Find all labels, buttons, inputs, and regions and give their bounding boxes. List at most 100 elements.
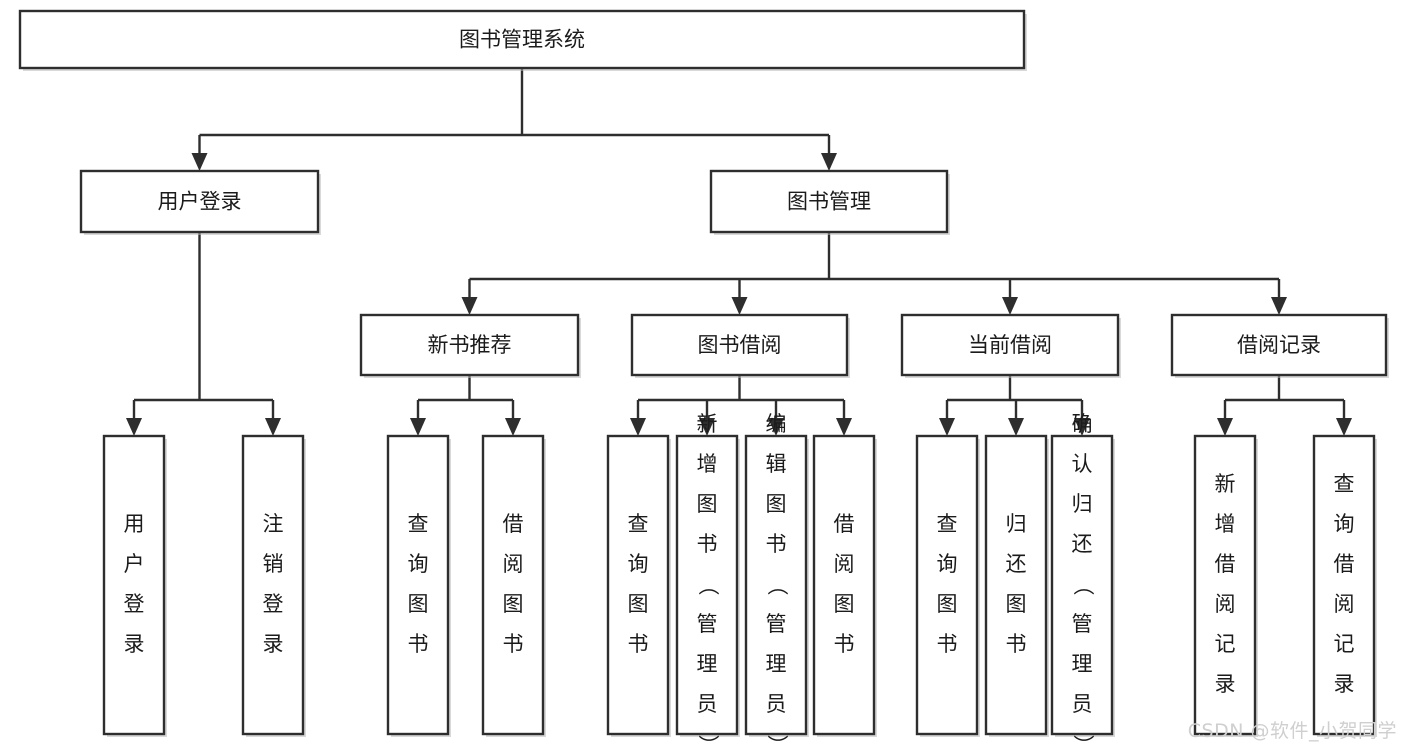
node-label: 用户登录 [158,190,242,214]
edge-group [630,375,852,436]
node-rect[interactable] [984,434,1048,736]
node-rect[interactable] [900,313,1120,377]
node-label: 图书管理系统 [459,28,585,52]
node-rect[interactable] [675,434,739,736]
node-label-char: 录 [1215,672,1236,696]
edge-group [191,68,837,171]
node-label-char: 书 [408,632,429,656]
node-label-char: 图 [628,592,649,616]
node-label-char: 图 [937,592,958,616]
node-rect[interactable] [630,313,849,377]
connector-layer [126,68,1352,436]
node-label-char: 阅 [503,552,524,576]
node-rect[interactable] [481,434,545,736]
node-rect[interactable] [386,434,450,736]
node-label-char: 查 [937,512,958,536]
node-l3-借阅记录[interactable]: 借阅记录 [1170,313,1389,378]
arrow-head-icon [699,418,715,436]
node-rect[interactable] [102,434,166,736]
arrow-head-icon [265,418,281,436]
node-rect[interactable] [1170,313,1388,377]
node-leaf-0[interactable]: 用户登录 [102,434,167,737]
node-label-char: 记 [1215,632,1236,656]
node-label-char: 管 [766,612,787,636]
node-label: 图书借阅 [698,333,782,357]
edge-group [410,375,521,436]
node-label-char: 阅 [834,552,855,576]
node-label-char: （ [696,575,720,596]
node-label-char: 询 [1334,512,1355,536]
node-label-char: 录 [124,632,145,656]
arrow-head-icon [1271,297,1287,315]
node-l2-图书管理[interactable]: 图书管理 [709,169,950,235]
node-rect[interactable] [359,313,580,377]
node-label-char: ） [696,735,720,747]
node-rect[interactable] [241,434,305,736]
node-rect[interactable] [606,434,670,736]
node-rect[interactable] [1193,434,1257,736]
node-rect[interactable] [709,169,949,234]
node-label-char: 书 [937,632,958,656]
node-l3-当前借阅[interactable]: 当前借阅 [900,313,1121,378]
node-label-char: ） [1071,735,1095,747]
node-label-char: 员 [1072,692,1093,716]
node-label-char: 录 [1334,672,1355,696]
arrow-head-icon [1336,418,1352,436]
node-label-char: 确 [1072,412,1093,436]
edge-group [1217,375,1352,436]
node-label-char: 管 [697,612,718,636]
node-rect[interactable] [1050,434,1114,736]
node-rect[interactable] [1312,434,1376,736]
csdn-watermark: CSDN @软件_小贺同学 [1187,720,1397,742]
node-label-char: 辑 [766,452,787,476]
node-label-char: 图 [503,592,524,616]
node-label-char: 录 [263,632,284,656]
arrow-head-icon [1008,418,1024,436]
node-rect[interactable] [812,434,876,736]
node-l3-图书借阅[interactable]: 图书借阅 [630,313,850,378]
node-l2-用户登录[interactable]: 用户登录 [79,169,321,235]
node-label-char: 理 [1072,652,1093,676]
node-label-char: 图 [408,592,429,616]
node-label-char: 阅 [1334,592,1355,616]
node-label: 借阅记录 [1237,333,1321,357]
node-layer: 图书管理系统用户登录图书管理新书推荐图书借阅当前借阅借阅记录用户登录注销登录查询… [18,9,1389,747]
arrow-head-icon [836,418,852,436]
node-rect[interactable] [79,169,320,234]
node-label-char: 书 [503,632,524,656]
node-label-char: 认 [1072,452,1093,476]
node-label-char: 书 [628,632,649,656]
node-root-图书管理系统[interactable]: 图书管理系统 [18,9,1027,71]
edge-group [461,232,1287,315]
node-label-char: （ [1071,575,1095,596]
arrow-head-icon [939,418,955,436]
node-label-char: 书 [834,632,855,656]
node-label-char: 员 [697,692,718,716]
node-label-char: 登 [124,592,145,616]
node-rect[interactable] [744,434,808,736]
arrow-head-icon [1074,418,1090,436]
node-label-char: （ [765,575,789,596]
node-label-char: 查 [1334,472,1355,496]
node-label-char: 书 [697,532,718,556]
node-label-char: ） [765,735,789,747]
node-label-char: 查 [408,512,429,536]
node-rect[interactable] [915,434,979,736]
node-l3-新书推荐[interactable]: 新书推荐 [359,313,581,378]
node-label-char: 还 [1072,532,1093,556]
node-rect[interactable] [18,9,1026,70]
